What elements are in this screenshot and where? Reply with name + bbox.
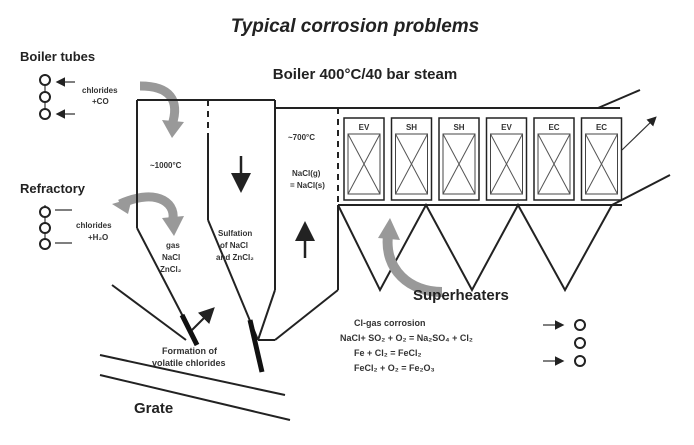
- boiler-label: Boiler 400°C/40 bar steam: [273, 66, 457, 83]
- boiler-tubes-note-1: chlorides: [82, 86, 118, 95]
- furnace-gas-1: gas: [166, 241, 180, 250]
- heat-exchanger-box: EV: [343, 117, 385, 201]
- flow-arrowhead-icon: [162, 216, 184, 236]
- sulfation-3: and ZnCl₂: [216, 253, 254, 262]
- heat-exchanger-box: EC: [580, 117, 623, 201]
- page-title: Typical corrosion problems: [231, 16, 479, 37]
- furnace-structure: [99, 89, 671, 421]
- heat-exchanger-label: EC: [596, 123, 607, 132]
- third-pass-temp: ~700°C: [288, 133, 315, 142]
- heat-exchanger-label: SH: [453, 123, 464, 132]
- flow-arrow-icon: [382, 234, 443, 297]
- reaction-3: FeCl₂ + O₂ = Fe₂O₃: [354, 363, 435, 373]
- heat-exchanger-label: EC: [548, 123, 559, 132]
- boiler-tubes-label: Boiler tubes: [20, 49, 95, 64]
- tube-circles: [574, 319, 586, 367]
- diagonal-arrow-icon: [191, 307, 215, 331]
- sulfation-1: Sulfation: [218, 229, 252, 238]
- boiler-tubes-note-2: +CO: [92, 97, 109, 106]
- heat-exchanger-box: EV: [485, 117, 528, 201]
- refractory-label: Refractory: [20, 181, 86, 196]
- refractory-circles: [39, 205, 72, 250]
- flow-arrow-icon: [139, 81, 180, 127]
- third-pass-1: NaCl(g): [292, 169, 321, 178]
- formation-1: Formation of: [162, 346, 218, 356]
- heat-exchanger-box: SH: [438, 117, 480, 201]
- heat-exchanger-box: EC: [533, 117, 575, 201]
- reaction-1: NaCl+ SO₂ + O₂ = Na₂SO₄ + Cl₂: [340, 333, 473, 343]
- heat-exchanger-box: SH: [390, 117, 433, 201]
- flow-arrowhead-icon: [162, 120, 184, 138]
- heat-exchanger-label: SH: [406, 123, 417, 132]
- furnace-gas-2: NaCl: [162, 253, 180, 262]
- sulfation-2: of NaCl: [220, 241, 248, 250]
- heat-exchanger-label: EV: [359, 123, 370, 132]
- grate-label: Grate: [134, 400, 173, 417]
- boiler-tube-circles: [39, 74, 51, 120]
- furnace-temp: ~1000°C: [150, 161, 182, 170]
- refractory-note-2: +H₂O: [88, 233, 108, 242]
- superheaters-label: Superheaters: [413, 287, 509, 304]
- heat-exchanger-label: EV: [501, 123, 512, 132]
- heat-exchanger-bank: EV SH SH EV EC EC: [343, 117, 623, 201]
- formation-2: volatile chlorides: [152, 358, 226, 368]
- flow-arrowhead-icon: [378, 218, 400, 240]
- reaction-2: Fe + Cl₂ = FeCl₂: [354, 348, 422, 358]
- reactions-header: Cl-gas corrosion: [354, 318, 426, 328]
- refractory-note-1: chlorides: [76, 221, 112, 230]
- flow-arrowhead-icon: [112, 198, 132, 214]
- third-pass-2: = NaCl(s): [290, 181, 325, 190]
- furnace-gas-3: ZnCl₂: [160, 265, 182, 274]
